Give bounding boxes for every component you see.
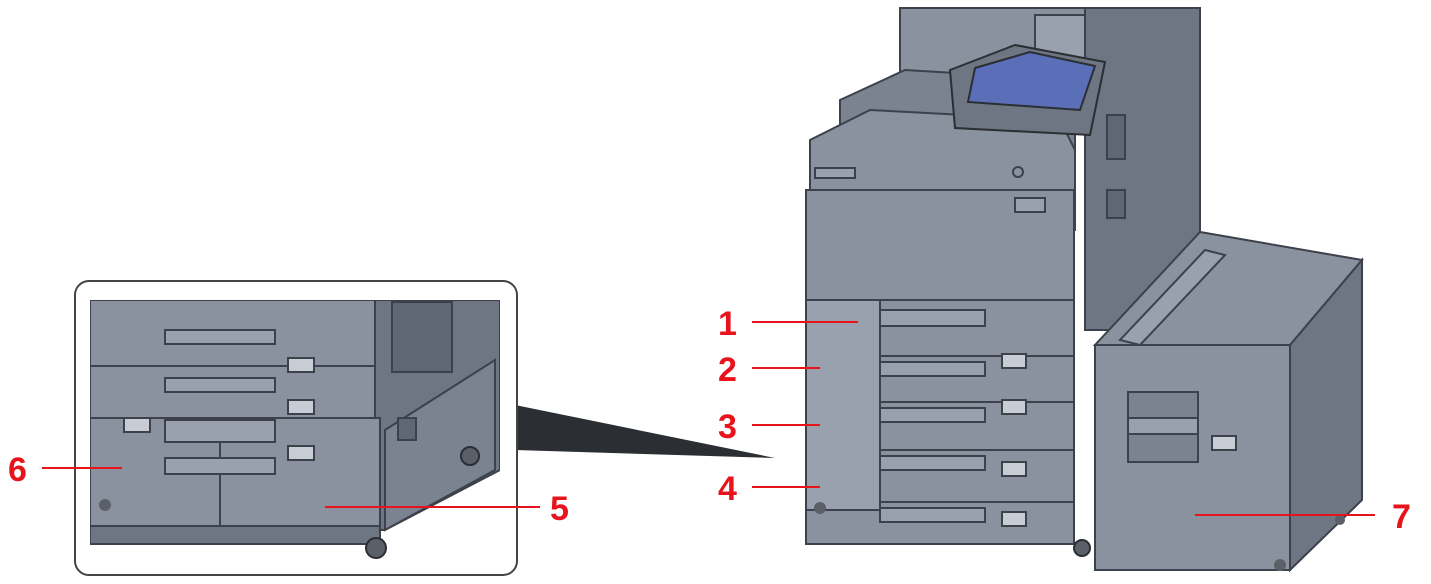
callout-6: 6 (8, 451, 27, 489)
indicator-3 (1001, 461, 1027, 477)
indicator-2 (1001, 399, 1027, 415)
inset-caster-1 (365, 537, 387, 559)
callout-1: 1 (718, 305, 737, 343)
main-printer (805, 7, 1201, 557)
inset-indicator-4 (123, 417, 151, 433)
side-feeder (1092, 230, 1364, 573)
inset-indicator-1 (287, 357, 315, 373)
indicator-4 (1001, 511, 1027, 527)
indicator-1 (1001, 353, 1027, 369)
leader-lines (42, 321, 1375, 516)
callout-7: 7 (1392, 498, 1411, 536)
inset-side-handle (397, 417, 417, 441)
callout-4: 4 (718, 470, 737, 508)
inset-caster-2 (460, 446, 480, 466)
touch-screen (966, 50, 1097, 112)
inset-side-lower (384, 358, 496, 532)
callout-3: 3 (718, 408, 737, 446)
zoom-inset (74, 280, 775, 576)
callout-5: 5 (550, 490, 569, 528)
callout-labels: 1 2 3 4 5 6 7 (8, 305, 1411, 536)
callout-2: 2 (718, 351, 737, 389)
zoom-wedge (515, 405, 775, 458)
inset-indicator-2 (287, 399, 315, 415)
inset-indicator-3 (287, 445, 315, 461)
inset-side-vent (391, 301, 453, 373)
indicator-7 (1211, 435, 1237, 451)
side-feeder-side (1289, 257, 1363, 573)
